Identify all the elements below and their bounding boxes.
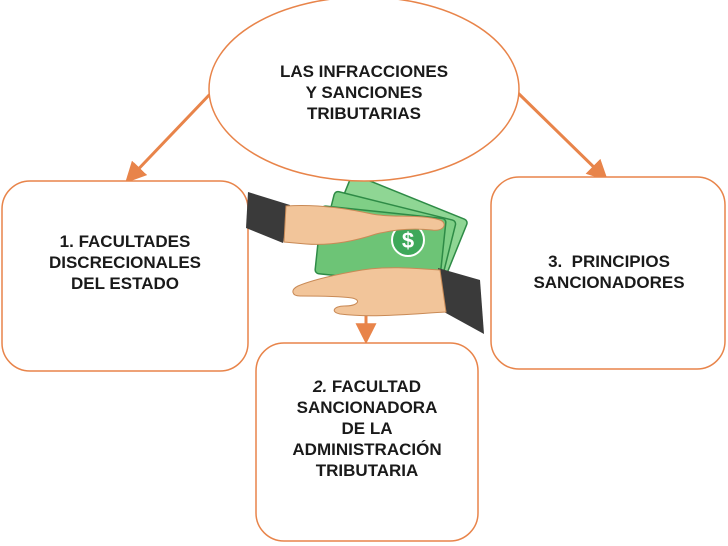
bottom-box-label: 2. FACULTAD SANCIONADORA DE LA ADMINISTR… <box>262 376 472 481</box>
center-line-1: LAS INFRACCIONES <box>279 62 449 81</box>
center-ellipse <box>208 0 520 182</box>
bottom-box-number: 2. <box>313 377 328 396</box>
right-box <box>490 176 726 370</box>
arrow-to-right-box <box>515 90 609 181</box>
svg-text:$: $ <box>402 228 414 253</box>
right-box-line-1: 3. PRINCIPIOS <box>548 252 670 271</box>
money-handover-illustration: $ <box>246 174 484 334</box>
bottom-box-line-1-rest: FACULTAD <box>327 377 421 396</box>
bottom-box-line-1: 2. FACULTAD <box>262 376 472 397</box>
left-box-label: 1. FACULTADES DISCRECIONALES DEL ESTADO <box>18 231 232 294</box>
center-line-3: TRIBUTARIAS <box>307 104 421 123</box>
left-box-line-3: DEL ESTADO <box>71 274 179 293</box>
receiving-hand-icon <box>292 267 484 334</box>
center-line-2: Y SANCIONES <box>305 83 423 102</box>
bottom-box-line-3: DE LA <box>341 419 393 438</box>
right-box-line-2: SANCIONADORES <box>533 273 685 292</box>
bottom-box-line-4: ADMINISTRACIÓN <box>292 440 442 459</box>
center-label: LAS INFRACCIONES Y SANCIONES TRIBUTARIAS <box>244 61 484 124</box>
arrow-to-left-box <box>125 90 214 184</box>
bottom-box-line-5: TRIBUTARIA <box>315 461 419 480</box>
left-box-line-2: DISCRECIONALES <box>48 253 202 272</box>
bottom-box-line-2: SANCIONADORA <box>296 398 438 417</box>
giving-hand-icon <box>246 192 445 245</box>
bottom-box <box>255 342 479 542</box>
right-box-label: 3. PRINCIPIOS SANCIONADORES <box>500 251 718 293</box>
left-box <box>1 180 249 372</box>
left-box-line-1: 1. FACULTADES <box>59 232 191 251</box>
